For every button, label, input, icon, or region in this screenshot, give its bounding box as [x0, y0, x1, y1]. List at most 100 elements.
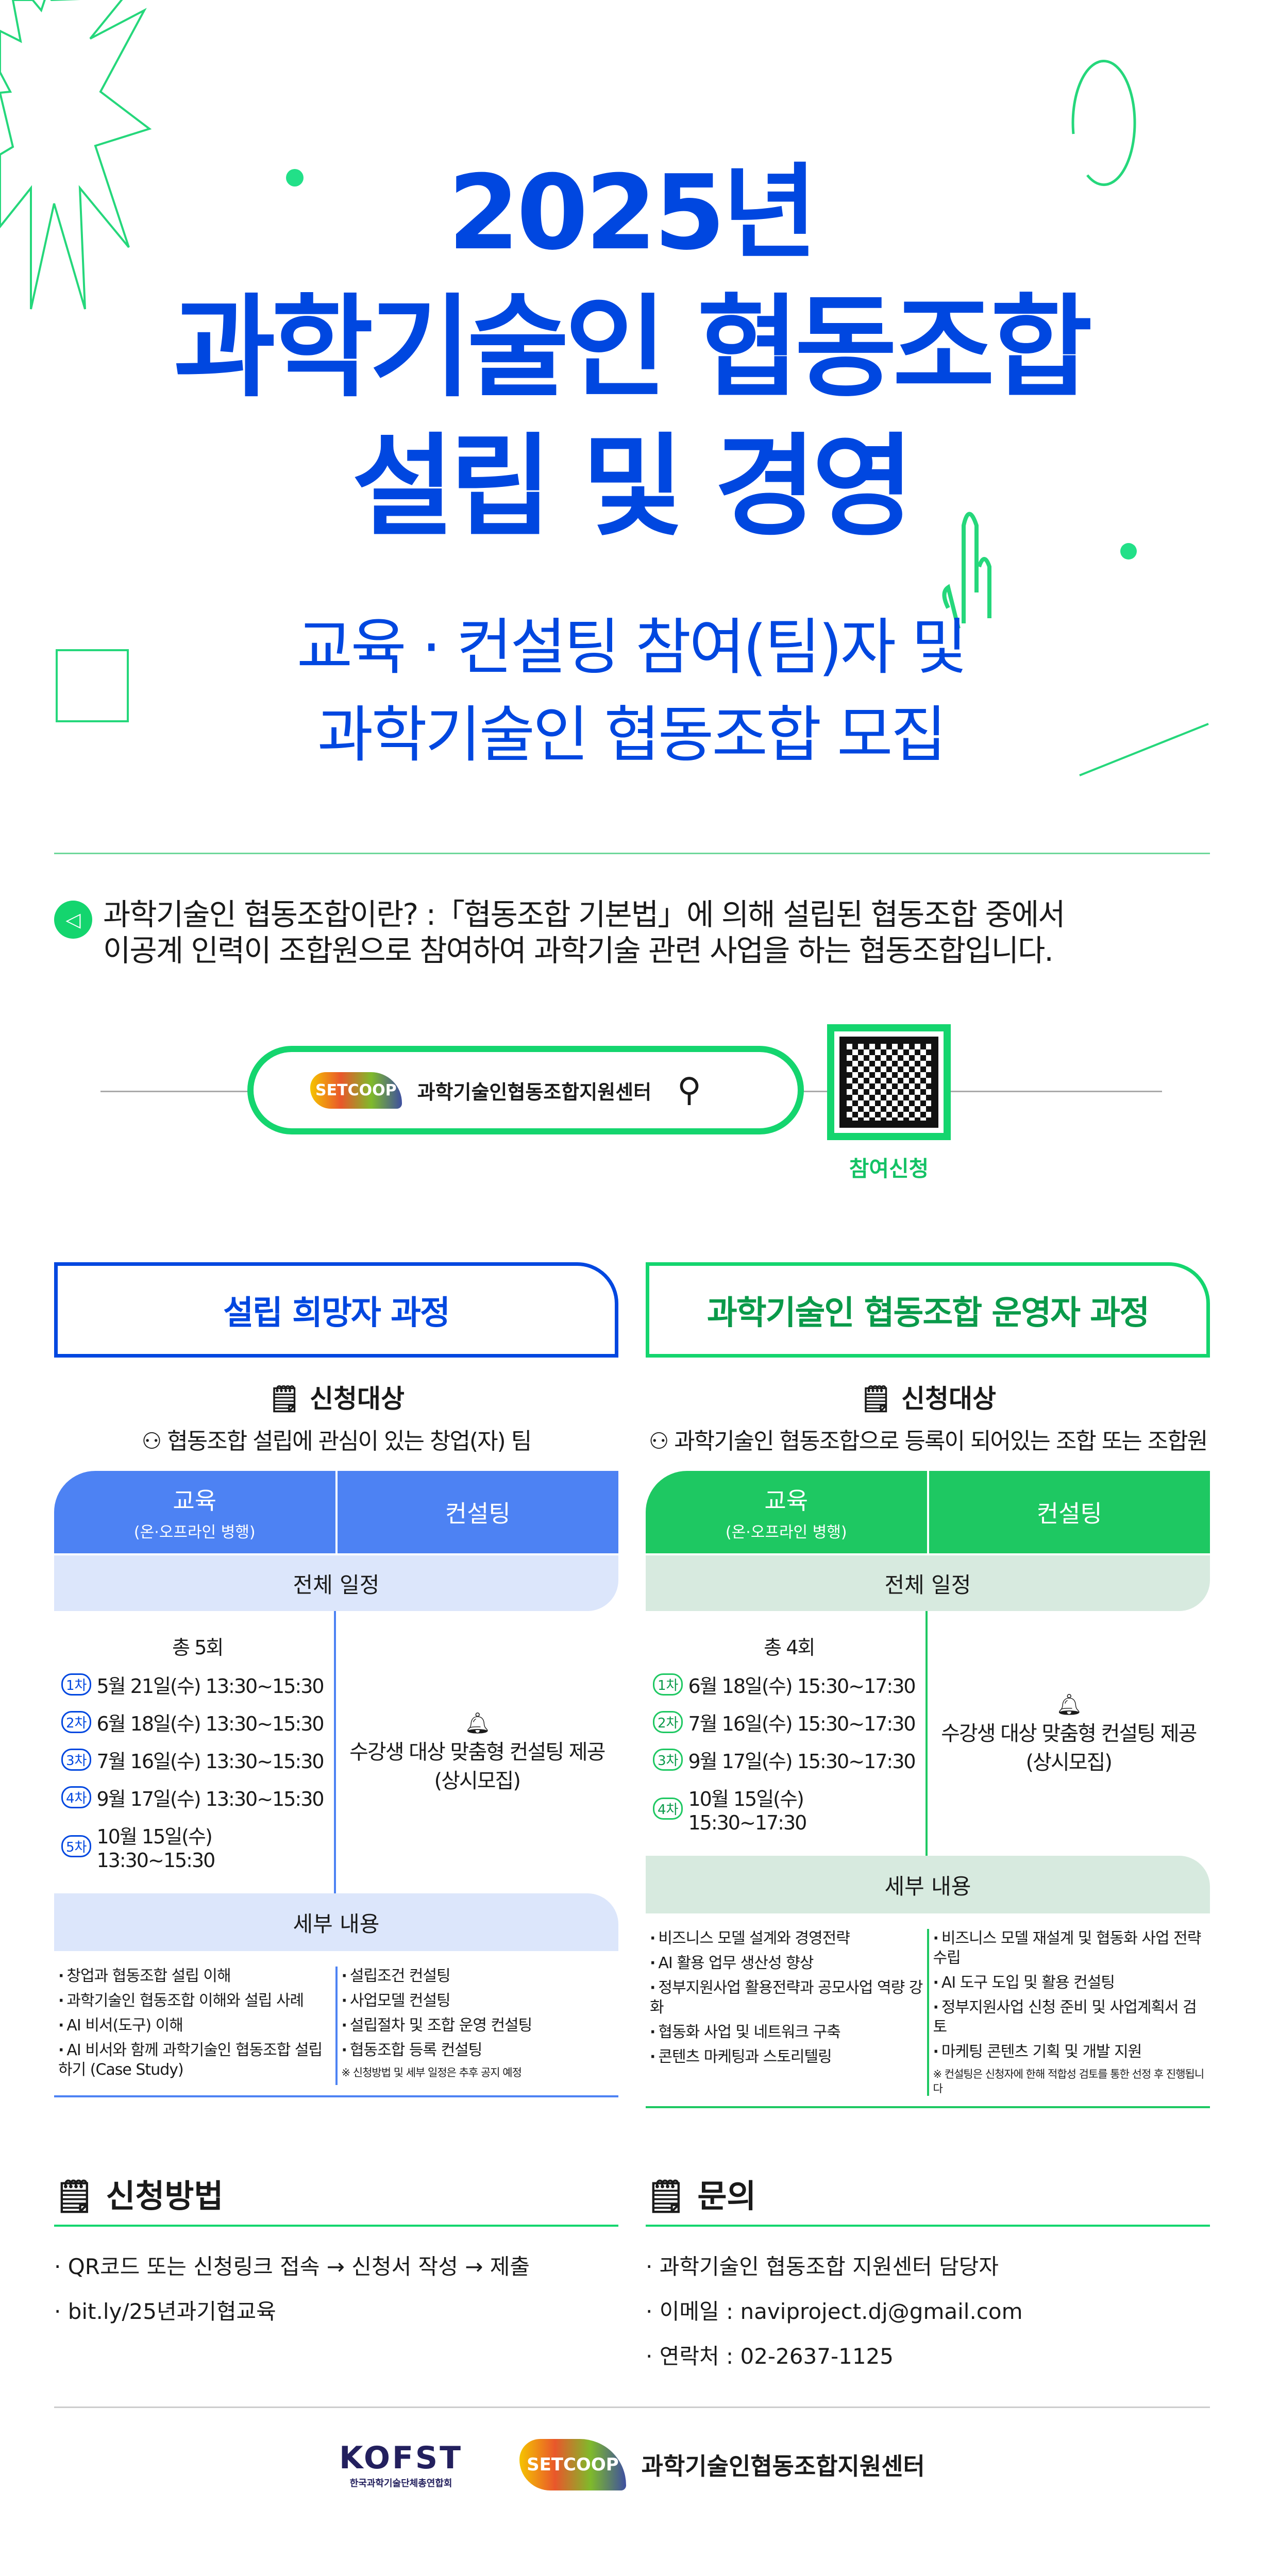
detail-note: ※ 신청방법 및 세부 일정은 추후 공지 예정 [341, 2066, 522, 2079]
title-line2: 설립 및 경영 [352, 422, 914, 551]
detail-note: ※ 컨설팅은 신청자에 한해 적합성 검토를 통한 선정 후 진행됩니다 [933, 2068, 1205, 2095]
col-consult: 컨설팅 [445, 1500, 511, 1528]
line-deco [1079, 723, 1209, 776]
consult-note: (상시모집) [434, 1769, 521, 1793]
contact-section: 🗒 문의 · 과학기술인 협동조합 지원센터 담당자 · 이메일 : navip… [646, 2170, 1210, 2370]
session-date: 10월 15일(수) 13:30~15:30 [96, 1825, 215, 1872]
refresh-icon [1071, 60, 1136, 186]
session-badge: 3차 [653, 1749, 683, 1771]
setcoop-name: 과학기술인협동조합지원센터 [641, 2452, 925, 2480]
apply-section: 🗒 신청방법 · QR코드 또는 신청링크 접속 → 신청서 작성 → 제출 ·… [54, 2170, 618, 2370]
lower-content: 설립 희망자 과정 🗒 신청대상 ⚇ 협동조합 설립에 관심이 있는 창업(자)… [54, 1262, 1210, 2511]
bell-icon: 🔔︎ [1056, 1692, 1082, 1717]
col-edu: 교육 [173, 1487, 217, 1515]
divider [54, 2406, 1210, 2408]
session-badge: 5차 [61, 1835, 92, 1857]
qr-label: 참여신청 [849, 1156, 929, 1181]
detail-label: 세부 내용 [54, 1893, 618, 1951]
detail-item: 설립조건 컨설팅 [342, 1967, 615, 1986]
consult-text: 수강생 대상 맞춤형 컨설팅 제공 [349, 1740, 605, 1764]
clipboard-icon: 🗒 [268, 1384, 301, 1414]
schedule-label: 전체 일정 [646, 1553, 1210, 1611]
target-text: 과학기술인 협동조합으로 등록이 되어있는 조합 또는 조합원 [674, 1428, 1208, 1454]
detail-item: 과학기술인 협동조합 이해와 설립 사례 [58, 1991, 331, 2011]
dot-icon [286, 169, 304, 187]
target-heading: 신청대상 [309, 1384, 405, 1414]
col-edu: 교육 [764, 1487, 809, 1515]
kofst-logo-text: KOFST [339, 2440, 463, 2476]
subtitle-line2: 과학기술인 협동조합 모집 [317, 699, 947, 770]
course-operator: 과학기술인 협동조합 운영자 과정 🗒 신청대상 ⚇ 과학기술인 협동조합으로 … [646, 1262, 1210, 2108]
detail-item: 설립절차 및 조합 운영 컨설팅 [342, 2016, 615, 2036]
target-text: 협동조합 설립에 관심이 있는 창업(자) 팀 [167, 1428, 532, 1454]
course-title-operator: 과학기술인 협동조합 운영자 과정 [646, 1262, 1210, 1358]
users-icon: ⚇ [648, 1428, 669, 1454]
detail-item: 콘텐츠 마케팅과 스토리텔링 [650, 2047, 923, 2067]
intro-text: 과학기술인 협동조합이란? :「협동조합 기본법」에 의해 설립된 협동조합 중… [103, 896, 1226, 969]
detail-item: AI 활용 업무 생산성 향상 [650, 1954, 923, 1973]
search-query: 과학기술인협동조합지원센터 [417, 1080, 652, 1104]
clipboard-icon: 🗒 [860, 1384, 893, 1414]
session-date: 7월 16일(수) 15:30~17:30 [688, 1713, 916, 1735]
contact-phone: · 연락처 : 02-2637-1125 [646, 2344, 894, 2369]
subtitle-line1: 교육 · 컨설팅 참여(팀)자 및 [296, 612, 967, 683]
clipboard-icon: 🗒 [54, 2177, 95, 2215]
apply-link[interactable]: · bit.ly/25년과기협교육 [54, 2299, 276, 2324]
edu-details: 비즈니스 모델 설계와 경영전략AI 활용 업무 생산성 향상정부지원사업 활용… [646, 1929, 929, 2096]
bell-icon: 🔔︎ [464, 1711, 491, 1735]
apply-title: 신청방법 [106, 2177, 224, 2215]
course-title-founder: 설립 희망자 과정 [54, 1262, 618, 1358]
detail-item: 협동조합 등록 컨설팅 [342, 2041, 615, 2060]
detail-item: AI 도구 도입 및 활용 컨설팅 [933, 1973, 1206, 1993]
session-date: 5월 21일(수) 13:30~15:30 [96, 1675, 324, 1698]
col-consult: 컨설팅 [1036, 1500, 1102, 1528]
decorations [0, 0, 1209, 776]
contact-item: · 과학기술인 협동조합 지원센터 담당자 [646, 2254, 999, 2279]
detail-item: AI 비서와 함께 과학기술인 협동조합 설립하기 (Case Study) [58, 2041, 331, 2080]
target-heading: 신청대상 [901, 1384, 996, 1414]
apply-item: · QR코드 또는 신청링크 접속 → 신청서 작성 → 제출 [54, 2254, 530, 2279]
col-edu-note: (온·오프라인 병행) [725, 1523, 847, 1541]
frame-icon [56, 649, 129, 722]
col-edu-note: (온·오프라인 병행) [133, 1523, 256, 1541]
title-line1: 과학기술인 협동조합 [173, 283, 1092, 412]
session-badge: 4차 [61, 1786, 92, 1808]
dot-icon [1120, 543, 1137, 560]
intro-line2: 이공계 인력이 조합원으로 참여하여 과학기술 관련 사업을 하는 협동조합입니… [103, 933, 1054, 968]
detail-item: 마케팅 콘텐츠 기획 및 개발 지원 [933, 2042, 1206, 2062]
detail-label: 세부 내용 [646, 1856, 1210, 1913]
session-date: 9월 17일(수) 15:30~17:30 [688, 1750, 916, 1773]
qr-code[interactable] [827, 1024, 951, 1140]
divider [54, 853, 1210, 854]
contact-email[interactable]: · 이메일 : naviproject.dj@gmail.com [646, 2299, 1023, 2324]
search-icon[interactable]: ⚲ [677, 1071, 701, 1109]
session-date: 10월 15일(수) 15:30~17:30 [688, 1788, 807, 1834]
pointer-hand-icon [942, 512, 991, 629]
detail-item: 협동화 사업 및 네트워크 구축 [650, 2023, 923, 2042]
session-badge: 3차 [61, 1749, 92, 1771]
session-date: 6월 18일(수) 15:30~17:30 [688, 1675, 916, 1698]
speaker-icon: ◁ [54, 901, 92, 939]
setcoop-logo-text: SETCOOP [519, 2439, 626, 2490]
starburst-icon [0, 0, 152, 310]
detail-item: 정부지원사업 신청 준비 및 사업계획서 검토 [933, 1998, 1206, 2037]
session-date: 7월 16일(수) 13:30~15:30 [96, 1750, 324, 1773]
detail-item: 사업모델 컨설팅 [342, 1991, 615, 2011]
total-sessions: 총 5회 [172, 1636, 224, 1659]
session-badge: 2차 [61, 1711, 92, 1733]
total-sessions: 총 4회 [764, 1636, 815, 1659]
session-date: 9월 17일(수) 13:30~15:30 [96, 1788, 324, 1810]
search-bar[interactable]: SETCOOP 과학기술인협동조합지원센터 ⚲ [247, 1046, 804, 1134]
session-date: 6월 18일(수) 13:30~15:30 [96, 1713, 324, 1735]
clipboard-icon: 🗒 [646, 2177, 686, 2215]
footer: KOFST 한국과학기술단체총연합회 SETCOOP 과학기술인협동조합지원센터 [54, 2439, 1210, 2511]
detail-item: 정부지원사업 활용전략과 공모사업 역량 강화 [650, 1978, 923, 2018]
